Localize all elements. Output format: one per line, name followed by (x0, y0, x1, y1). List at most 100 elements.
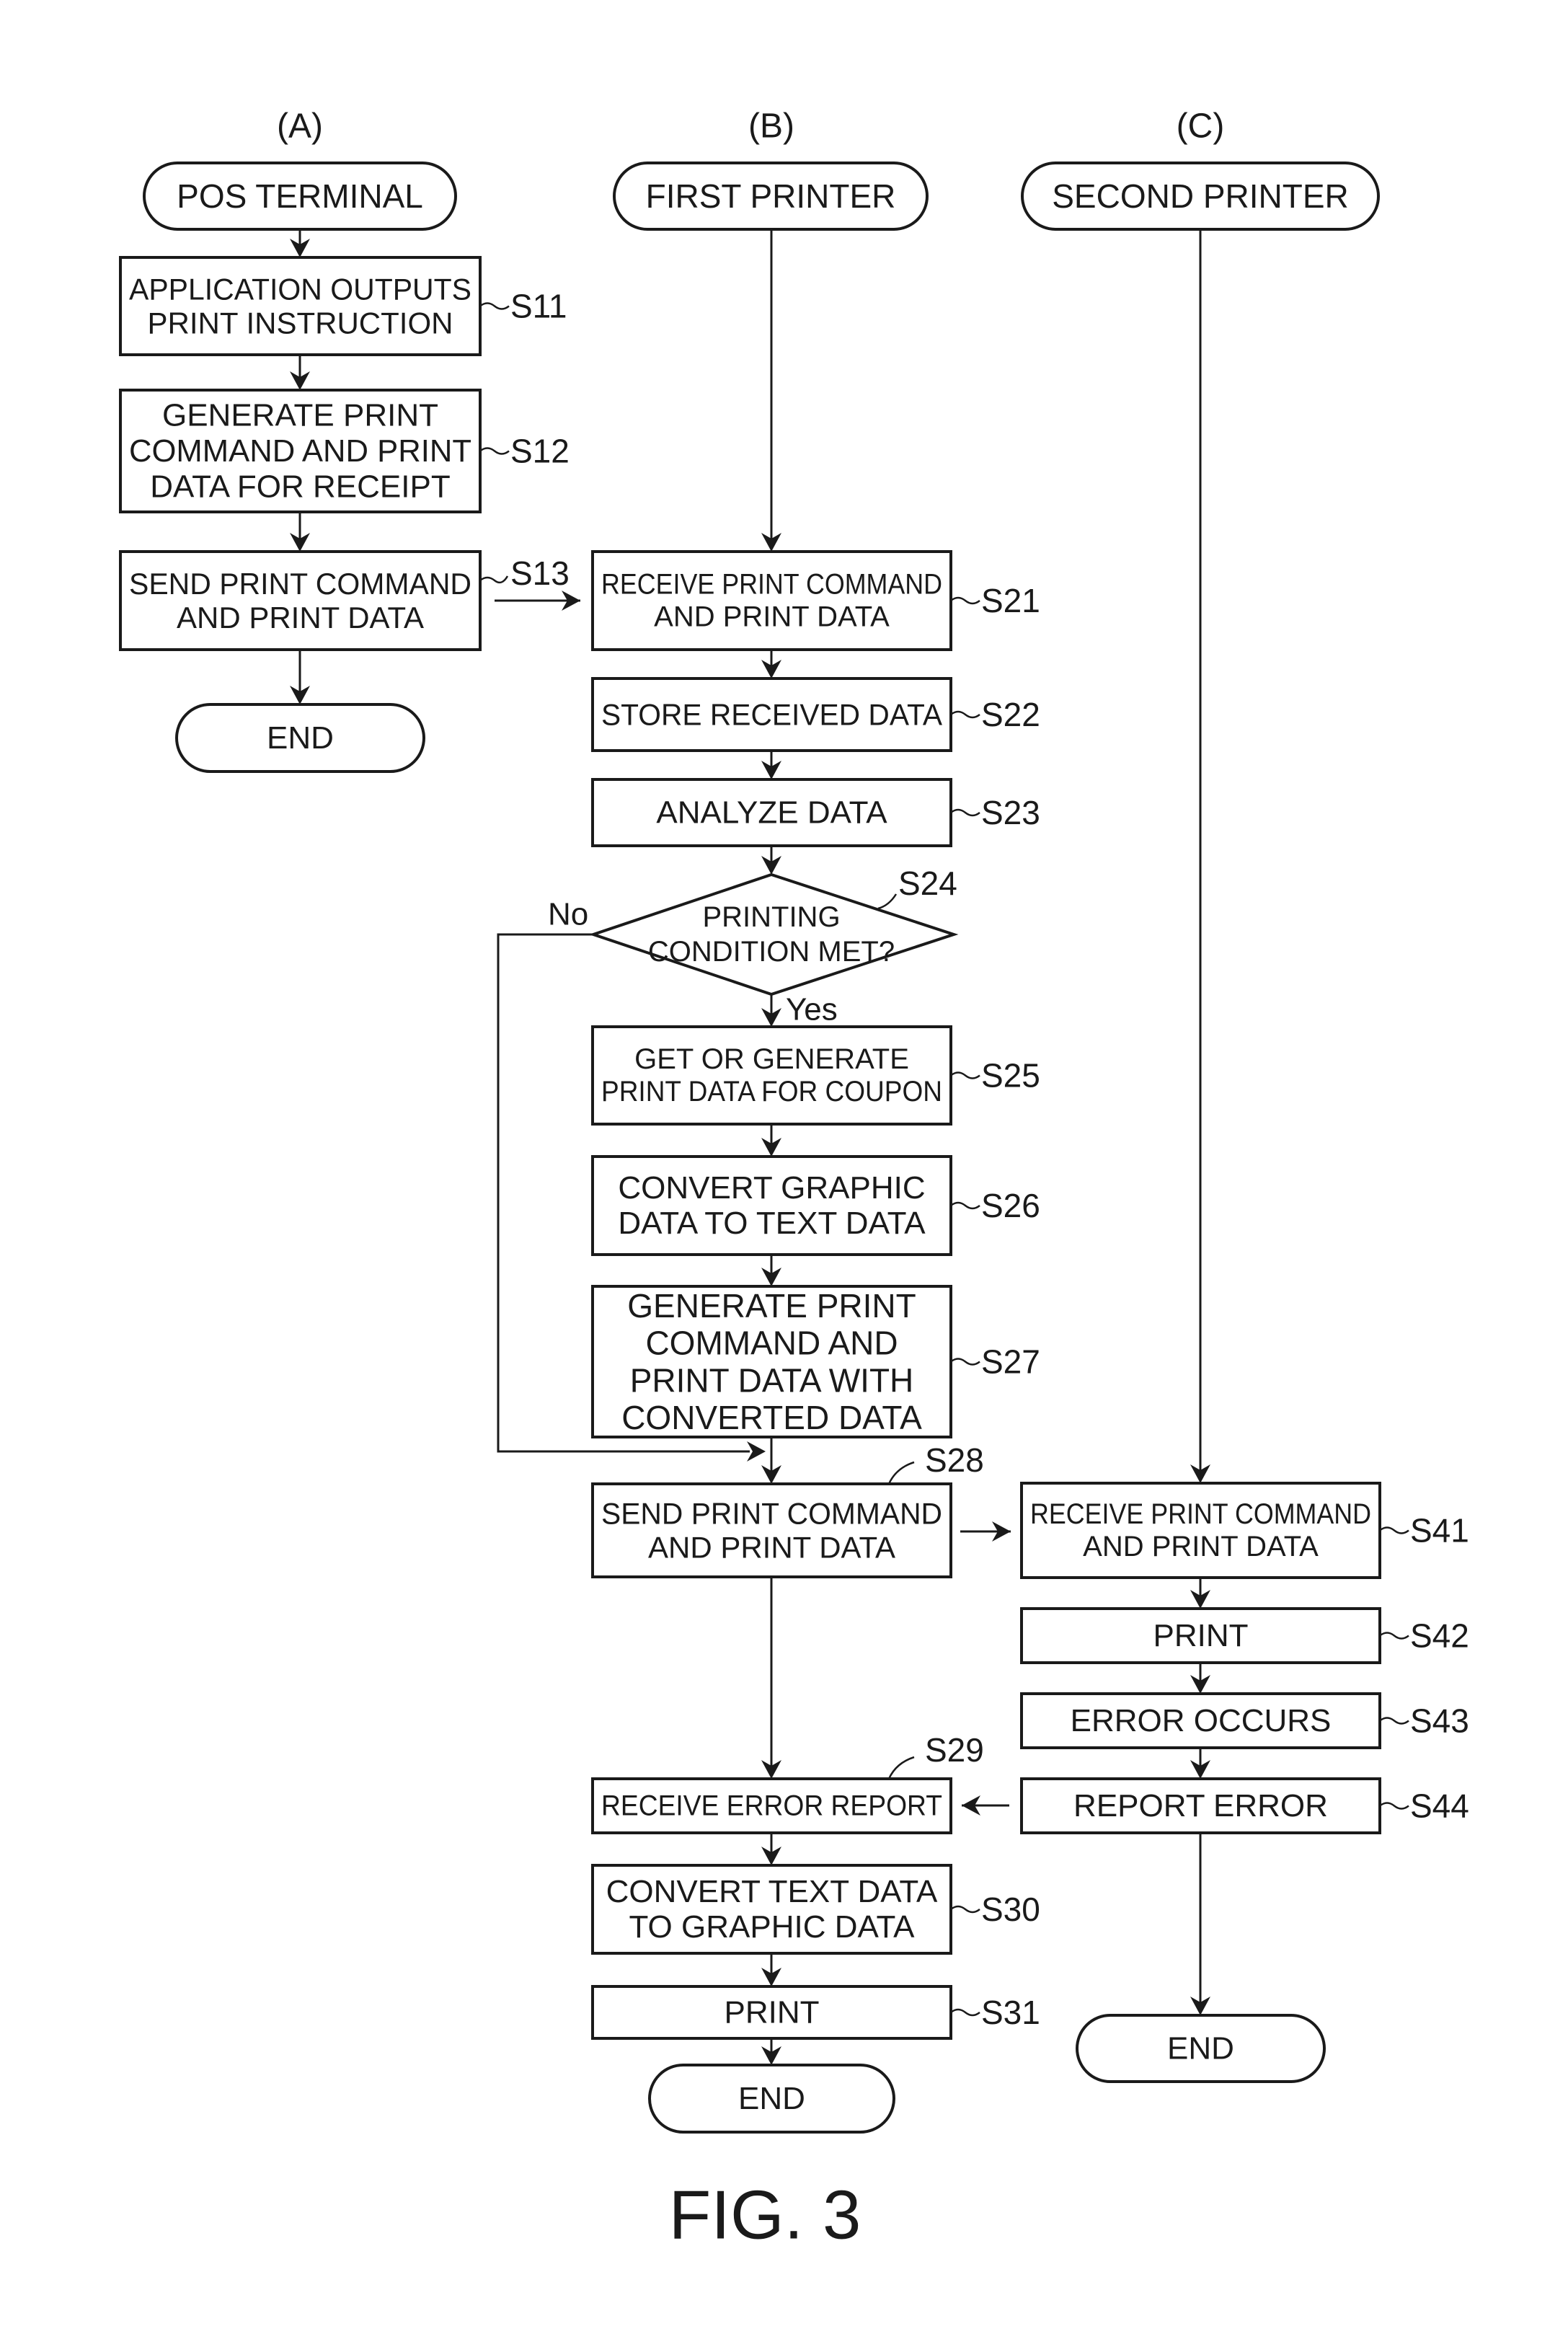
process-step-s27: GENERATE PRINTCOMMAND ANDPRINT DATA WITH… (593, 1286, 951, 1437)
leader-line (951, 712, 980, 717)
step-ref-s27: S27 (981, 1343, 1040, 1381)
column-title-c: SECOND PRINTER (1052, 177, 1348, 215)
leader-line (1380, 1718, 1409, 1724)
column-title-a: POS TERMINAL (177, 177, 423, 215)
step-text-line: SEND PRINT COMMAND (129, 567, 471, 601)
step-ref-s12: S12 (510, 433, 570, 470)
process-step-s29: RECEIVE ERROR REPORT (593, 1779, 951, 1833)
leader-line (951, 2010, 980, 2015)
figure-caption: FIG. 3 (669, 2177, 861, 2254)
nodes: POS TERMINAL FIRST PRINTER SECOND PRINTER A… (120, 163, 1380, 2132)
step-text-line: TO GRAPHIC DATA (629, 1909, 915, 1945)
terminator-text: END (267, 720, 334, 756)
column-label-b: (B) (748, 107, 794, 146)
column-label-c: (C) (1177, 107, 1225, 146)
end-terminator-c: END (1077, 2015, 1324, 2082)
step-text-line: DATA FOR RECEIPT (150, 469, 450, 504)
leader-line (480, 304, 509, 309)
leader-line (1380, 1803, 1409, 1809)
step-text-line: CONVERT TEXT DATA (606, 1874, 938, 1909)
step-ref-s43: S43 (1410, 1702, 1469, 1740)
leader-line (480, 576, 508, 583)
process-step-s26: CONVERT GRAPHICDATA TO TEXT DATA (593, 1157, 951, 1255)
step-ref-s11: S11 (510, 288, 567, 325)
step-text-line: REPORT ERROR (1073, 1788, 1328, 1823)
step-text-line: AND PRINT DATA (648, 1531, 895, 1565)
leader-line (889, 1757, 914, 1779)
step-ref-s22: S22 (981, 696, 1040, 733)
column-title-b: FIRST PRINTER (646, 177, 896, 215)
process-step-s12: GENERATE PRINTCOMMAND AND PRINTDATA FOR … (120, 390, 480, 512)
step-text-line: GET OR GENERATE (634, 1043, 909, 1075)
step-text-line: CONVERTED DATA (621, 1399, 922, 1436)
leader-line (951, 1906, 980, 1912)
step-ref-s23: S23 (981, 794, 1040, 831)
step-ref-s41: S41 (1410, 1512, 1469, 1549)
step-text-line: ERROR OCCURS (1071, 1703, 1332, 1738)
leader-line (951, 1203, 980, 1208)
step-text-line: ANALYZE DATA (656, 795, 887, 831)
leader-line (878, 894, 896, 908)
step-text-line: GENERATE PRINT (627, 1287, 916, 1325)
step-ref-s30: S30 (981, 1891, 1040, 1928)
step-text-line: AND PRINT DATA (654, 601, 890, 632)
process-step-s28: SEND PRINT COMMANDAND PRINT DATA (593, 1484, 951, 1577)
step-text-line: PRINT INSTRUCTION (148, 306, 453, 340)
process-step-s44: REPORT ERROR (1022, 1779, 1380, 1833)
step-text-line: COMMAND AND (645, 1325, 898, 1362)
step-text-line: SEND PRINT COMMAND (601, 1496, 942, 1530)
leader-line (951, 810, 980, 815)
branch-no-label: No (548, 897, 588, 932)
step-ref-s21: S21 (981, 582, 1040, 619)
end-terminator-b: END (650, 2065, 894, 2132)
process-step-s25: GET OR GENERATEPRINT DATA FOR COUPON (593, 1027, 951, 1124)
terminator-text: END (738, 2081, 805, 2116)
process-step-s13: SEND PRINT COMMANDAND PRINT DATA (120, 552, 480, 650)
column-label-a: (A) (277, 107, 323, 146)
step-text-line: RECEIVE PRINT COMMAND (601, 569, 942, 601)
process-step-s41: RECEIVE PRINT COMMANDAND PRINT DATA (1022, 1483, 1380, 1578)
step-ref-s24: S24 (898, 865, 957, 902)
terminator-text: END (1167, 2031, 1234, 2066)
step-text-line: PRINT DATA FOR COUPON (601, 1076, 942, 1108)
decision-text-line: PRINTING (702, 901, 840, 933)
leader-line (951, 598, 980, 604)
step-text-line: PRINT DATA WITH (630, 1361, 914, 1399)
step-text-line: CONVERT GRAPHIC (618, 1170, 925, 1206)
step-text-line: GENERATE PRINT (162, 398, 438, 433)
step-ref-s29: S29 (925, 1731, 984, 1769)
step-ref-s31: S31 (981, 1994, 1040, 2031)
step-text-line: AND PRINT DATA (1083, 1531, 1319, 1562)
process-step-s42: PRINT (1022, 1609, 1380, 1663)
step-text-line: APPLICATION OUTPUTS (129, 272, 471, 306)
leader-line (1380, 1633, 1409, 1639)
leader-line (480, 448, 509, 454)
step-text-line: DATA TO TEXT DATA (618, 1206, 926, 1241)
step-ref-s26: S26 (981, 1187, 1040, 1224)
step-text-line: AND PRINT DATA (177, 601, 424, 635)
step-ref-s13: S13 (510, 554, 570, 592)
leader-line (889, 1462, 914, 1484)
step-text-line: PRINT (725, 1995, 820, 2030)
step-text-line: PRINT (1153, 1618, 1249, 1653)
leader-line (951, 1073, 980, 1079)
process-step-s11: APPLICATION OUTPUTSPRINT INSTRUCTION (120, 257, 480, 355)
branch-yes-label: Yes (786, 992, 838, 1027)
process-step-s23: ANALYZE DATA (593, 779, 951, 846)
step-ref-s25: S25 (981, 1057, 1040, 1095)
process-step-s31: PRINT (593, 1986, 951, 2038)
leader-line (1380, 1528, 1409, 1534)
step-ref-s28: S28 (925, 1441, 984, 1479)
process-step-s21: RECEIVE PRINT COMMANDAND PRINT DATA (593, 552, 951, 650)
step-ref-s42: S42 (1410, 1617, 1469, 1655)
step-text-line: RECEIVE ERROR REPORT (601, 1790, 942, 1822)
step-text-line: COMMAND AND PRINT (129, 433, 471, 469)
step-ref-s44: S44 (1410, 1787, 1469, 1825)
decision-text-line: CONDITION MET? (648, 936, 895, 968)
process-step-s22: STORE RECEIVED DATA (593, 678, 951, 751)
end-terminator-a: END (177, 704, 424, 772)
process-step-s30: CONVERT TEXT DATATO GRAPHIC DATA (593, 1865, 951, 1953)
step-text-line: RECEIVE PRINT COMMAND (1030, 1498, 1371, 1530)
leader-line (951, 1359, 980, 1365)
